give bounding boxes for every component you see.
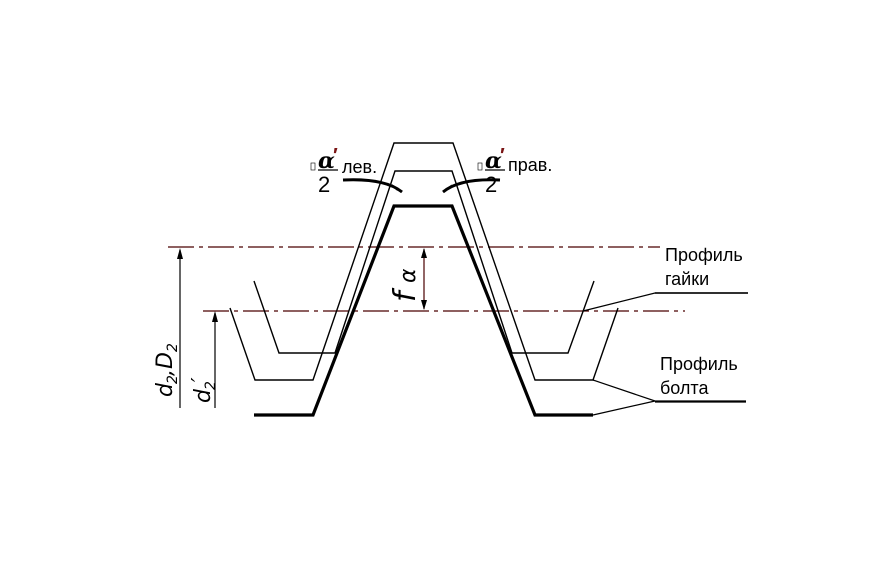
svg-text:f: f: [388, 287, 423, 302]
right-angle-suffix: прав.: [508, 155, 552, 175]
right-angle-denominator: 2: [485, 172, 497, 197]
d2-D2-label: d 2 ,D 2: [153, 343, 181, 397]
svg-text:′: ′: [187, 377, 211, 382]
svg-text:2: 2: [165, 375, 181, 384]
svg-text:d: d: [153, 382, 178, 397]
left-angle-denominator: 2: [318, 172, 330, 197]
svg-text:,D: ,D: [153, 352, 178, 376]
left-angle-arrowhead: [392, 184, 402, 193]
f-alpha-arrow-bottom: [421, 300, 427, 310]
d2-dimension-arrow: [177, 248, 183, 259]
d2prime-dimension-arrow: [212, 311, 218, 322]
nut-profile-outer: [229, 142, 619, 381]
d2prime-label: d 2 ′: [187, 377, 219, 403]
nut-profile-leader: [582, 292, 748, 312]
nut-profile-label-line1: Профиль: [665, 245, 743, 265]
nut-profile-inner: [253, 170, 595, 354]
right-angle-prime: ′: [500, 145, 505, 167]
svg-text:d: d: [191, 388, 216, 403]
bolt-profile-thick: [254, 204, 593, 417]
f-alpha-arrow-top: [421, 248, 427, 258]
right-angle-marker: [477, 162, 483, 171]
left-angle-marker: [310, 162, 316, 171]
bolt-profile-label-line1: Профиль: [660, 354, 738, 374]
bolt-profile-label-line2: болта: [660, 378, 709, 398]
svg-text:2: 2: [165, 343, 181, 352]
left-angle-suffix: лев.: [342, 157, 377, 177]
right-angle-arrowhead: [443, 184, 452, 193]
svg-text:2: 2: [203, 381, 219, 390]
right-angle-alpha: α: [485, 148, 502, 174]
left-angle-prime: ′: [333, 145, 338, 167]
left-angle-alpha: α: [318, 148, 335, 174]
f-alpha-label: f α: [388, 268, 423, 302]
svg-text:α: α: [396, 268, 421, 283]
right-angle-arc: [442, 178, 501, 194]
bolt-profile-leader-b: [592, 400, 656, 416]
left-angle-arc: [342, 178, 403, 194]
nut-profile-label-line2: гайки: [665, 269, 709, 289]
